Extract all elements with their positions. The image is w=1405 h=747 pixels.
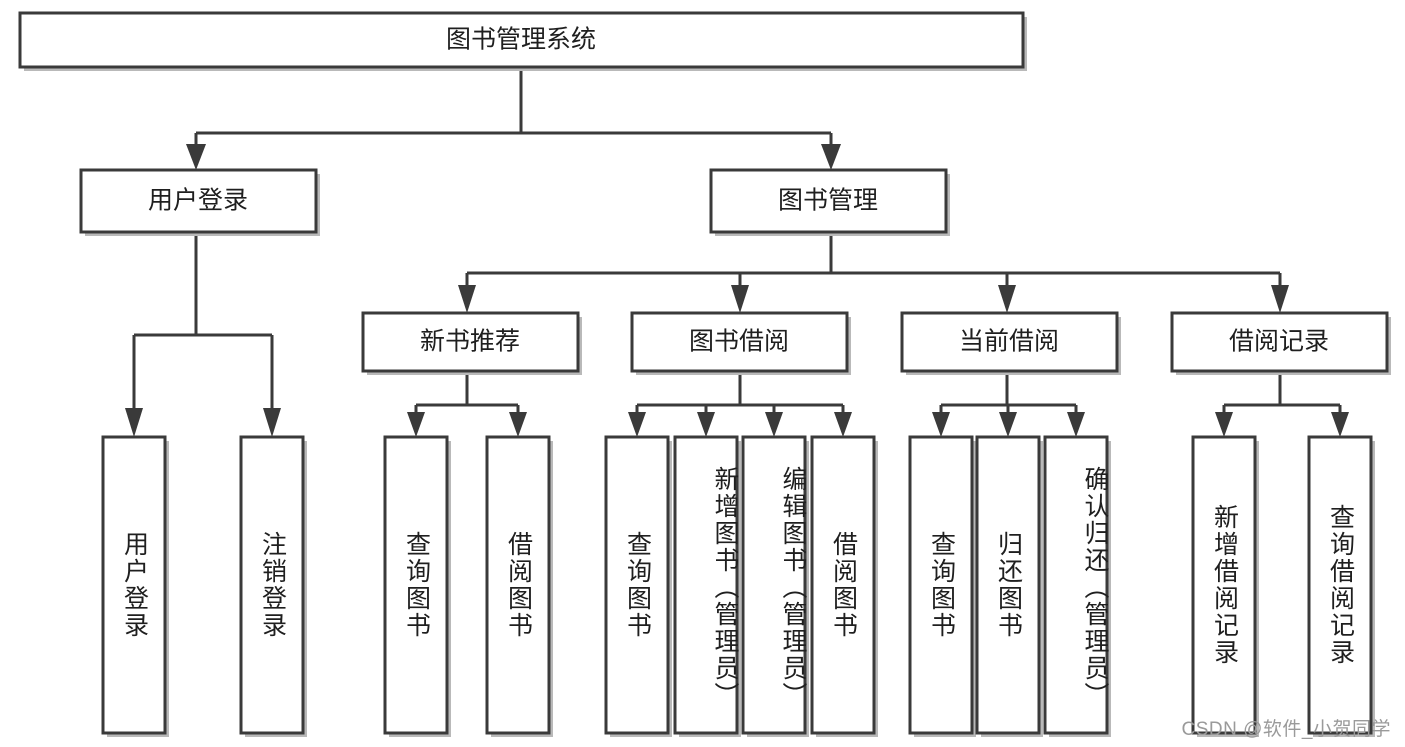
arrow-user-login [186, 144, 206, 170]
node-root[interactable]: 图书管理系统 [18, 11, 1027, 71]
node-borrow-record-label: 借阅记录 [1229, 328, 1329, 356]
node-root-label: 图书管理系统 [446, 26, 596, 54]
arrow-leaf-edit-book [765, 412, 783, 437]
csdn-watermark: CSDN @软件_小贺同学 [1181, 719, 1391, 740]
arrow-new-book-recommend [458, 285, 476, 313]
arrow-leaf-add-book [697, 412, 715, 437]
leaf-box-return-book[interactable] [975, 435, 1043, 737]
leaf-label-add-book: 新增图书（管理员） [711, 465, 739, 709]
leaf-label-logout-login: 注销登录 [258, 531, 287, 639]
leaf-box-user-login[interactable] [101, 435, 169, 737]
leaf-box-add-record[interactable] [1191, 435, 1259, 737]
arrow-book-management [821, 144, 841, 170]
arrow-leaf-borrow-book-2 [834, 412, 852, 437]
leaf-box-query-book-1[interactable] [383, 435, 451, 737]
leaf-boxes-layer [101, 435, 1375, 737]
arrow-leaf-add-record [1215, 412, 1233, 437]
node-current-borrow[interactable]: 当前借阅 [900, 311, 1121, 375]
leaf-box-add-book[interactable] [673, 435, 741, 737]
leaf-label-query-book-1: 查询图书 [402, 531, 431, 639]
leaf-label-borrow-book-2: 借阅图书 [829, 531, 858, 639]
arrow-borrow-record [1271, 285, 1289, 313]
arrow-leaf-confirm-return [1067, 412, 1085, 437]
arrow-leaf-query-record [1331, 412, 1349, 437]
arrow-leaf-query-book-1 [407, 412, 425, 437]
arrow-leaf-logout-login [263, 408, 281, 437]
node-user-login-label: 用户登录 [148, 187, 248, 215]
leaf-label-return-book: 归还图书 [994, 531, 1023, 639]
connector-layer [125, 67, 1349, 437]
node-book-management-label: 图书管理 [778, 187, 878, 215]
node-new-book-recommend[interactable]: 新书推荐 [361, 311, 582, 375]
leaf-label-borrow-book-1: 借阅图书 [504, 531, 533, 639]
leaf-box-confirm-return[interactable] [1043, 435, 1111, 737]
leaf-label-query-book-3: 查询图书 [927, 531, 956, 639]
leaf-box-borrow-book-1[interactable] [485, 435, 553, 737]
node-current-borrow-label: 当前借阅 [959, 328, 1059, 356]
leaf-box-edit-book[interactable] [741, 435, 809, 737]
arrow-current-borrow [998, 285, 1016, 313]
node-book-management[interactable]: 图书管理 [709, 168, 950, 236]
leaf-box-query-book-3[interactable] [908, 435, 976, 737]
leaf-label-edit-book: 编辑图书（管理员） [779, 465, 807, 709]
arrow-leaf-return-book [999, 412, 1017, 437]
node-book-borrow[interactable]: 图书借阅 [630, 311, 851, 375]
arrow-leaf-borrow-book-1 [509, 412, 527, 437]
leaf-label-query-book-2: 查询图书 [623, 531, 652, 639]
arrow-leaf-query-book-2 [628, 412, 646, 437]
leaf-box-query-book-2[interactable] [604, 435, 672, 737]
node-borrow-record[interactable]: 借阅记录 [1170, 311, 1391, 375]
leaf-box-query-record[interactable] [1307, 435, 1375, 737]
node-user-login[interactable]: 用户登录 [79, 168, 320, 236]
leaf-label-confirm-return: 确认归还（管理员） [1081, 465, 1109, 709]
node-new-book-recommend-label: 新书推荐 [420, 328, 520, 356]
node-book-borrow-label: 图书借阅 [689, 328, 789, 356]
arrow-leaf-query-book-3 [932, 412, 950, 437]
leaf-box-borrow-book-2[interactable] [810, 435, 878, 737]
leaf-box-logout-login[interactable] [239, 435, 307, 737]
arrow-leaf-user-login [125, 408, 143, 437]
leaf-label-user-login: 用户登录 [120, 531, 149, 639]
leaf-label-query-record: 查询借阅记录 [1326, 504, 1355, 666]
leaf-label-add-record: 新增借阅记录 [1210, 504, 1239, 666]
arrow-book-borrow [731, 285, 749, 313]
